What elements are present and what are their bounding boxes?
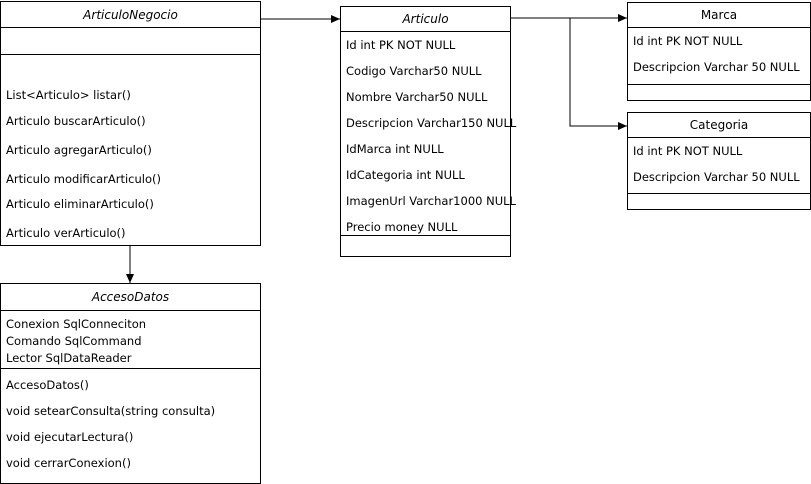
field-item: Id int PK NOT NULL [633, 144, 743, 158]
table-marca[interactable]: Marca Id int PK NOT NULL Descripcion Var… [627, 2, 811, 101]
table-categoria-divider [628, 193, 810, 194]
method-item: void setearConsulta(string consulta) [6, 404, 216, 418]
class-articulonegocio[interactable]: ArticuloNegocio List<Articulo> listar() … [0, 1, 261, 246]
table-articulo-title: Articulo [341, 7, 510, 32]
class-articulonegocio-divider [1, 54, 260, 55]
method-item: Articulo agregarArticulo() [6, 143, 152, 157]
field-item: ImagenUrl Varchar1000 NULL [346, 194, 516, 208]
table-categoria-title: Categoria [628, 113, 810, 138]
method-item: List<Articulo> listar() [6, 88, 131, 102]
method-item: Articulo buscarArticulo() [6, 114, 146, 128]
table-categoria[interactable]: Categoria Id int PK NOT NULL Descripcion… [627, 112, 811, 210]
method-item: Articulo modificarArticulo() [6, 172, 161, 186]
method-item: void cerrarConexion() [6, 456, 131, 470]
field-item: IdMarca int NULL [346, 142, 444, 156]
field-item: Precio money NULL [346, 220, 458, 234]
field-item: Codigo Varchar50 NULL [346, 64, 482, 78]
class-accesodatos-divider [1, 368, 260, 369]
table-marca-title: Marca [628, 3, 810, 28]
class-accesodatos-title: AccesoDatos [1, 284, 260, 311]
table-marca-divider [628, 84, 810, 85]
attribute-item: Lector SqlDataReader [6, 351, 132, 365]
method-item: Articulo eliminarArticulo() [6, 197, 154, 211]
method-item: AccesoDatos() [6, 378, 89, 392]
class-accesodatos[interactable]: AccesoDatos Conexion SqlConneciton Coman… [0, 283, 261, 484]
field-item: Nombre Varchar50 NULL [346, 90, 488, 104]
method-item: Articulo verArticulo() [6, 226, 126, 240]
method-item: void ejecutarLectura() [6, 430, 134, 444]
field-item: Id int PK NOT NULL [346, 38, 456, 52]
table-articulo-divider [341, 235, 510, 236]
field-item: Descripcion Varchar150 NULL [346, 116, 517, 130]
attribute-item: Conexion SqlConneciton [6, 317, 147, 331]
table-articulo[interactable]: Articulo Id int PK NOT NULL Codigo Varch… [340, 6, 516, 257]
field-item: Id int PK NOT NULL [633, 34, 743, 48]
connector-articulo-to-categoria [511, 17, 627, 130]
field-item: IdCategoria int NULL [346, 168, 465, 182]
field-item: Descripcion Varchar 50 NULL [633, 170, 800, 184]
class-articulonegocio-title: ArticuloNegocio [1, 2, 260, 28]
field-item: Descripcion Varchar 50 NULL [633, 60, 800, 74]
attribute-item: Comando SqlCommand [6, 334, 142, 348]
